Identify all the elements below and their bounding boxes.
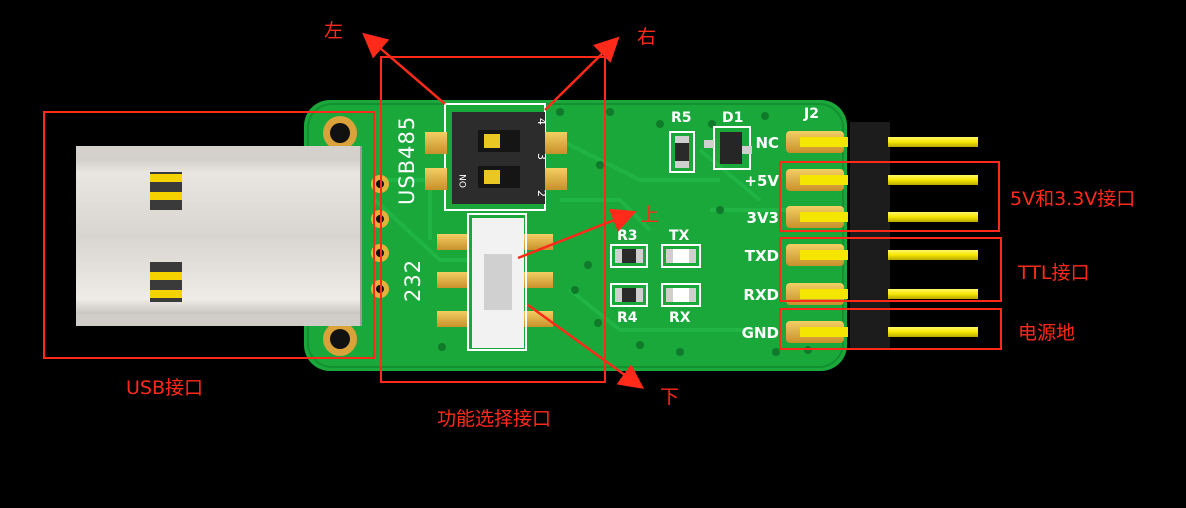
arrow-left — [362, 32, 446, 105]
pin-header-j2 — [786, 122, 978, 348]
pin-label-rxd: RXD — [743, 286, 779, 304]
silk-232-label: 232 — [401, 259, 425, 302]
usb-plug — [76, 146, 362, 326]
annotation-ground: 电源地 — [1018, 322, 1076, 344]
label-r5: R5 — [671, 110, 692, 126]
mounting-hole-bottom — [323, 322, 357, 356]
label-r3: R3 — [617, 228, 638, 244]
label-r4: R4 — [617, 310, 638, 326]
header-pin-gnd — [888, 327, 978, 337]
switch-on-label: ON — [459, 174, 469, 188]
arrow-right — [544, 36, 620, 111]
resistor-r4 — [610, 283, 648, 307]
power-highlight-box — [779, 161, 1000, 232]
resistor-r5 — [669, 131, 695, 173]
silk-usb485-label: USB485 — [395, 116, 419, 205]
annotation-right: 右 — [637, 26, 657, 48]
diode-d1 — [704, 126, 752, 170]
label-rx: RX — [669, 310, 691, 326]
pin-label-gnd: GND — [742, 324, 779, 342]
ground-highlight-box — [779, 308, 1002, 350]
led-rx — [661, 283, 701, 307]
led-tx — [661, 244, 701, 268]
mounting-hole-top — [323, 116, 357, 150]
arrow-up — [517, 208, 637, 260]
annotation-down: 下 — [660, 386, 680, 408]
resistor-r3 — [610, 244, 648, 268]
slide-switch[interactable] — [437, 213, 553, 351]
annotation-up: 上 — [640, 204, 660, 226]
annotation-power: 5V和3.3V接口 — [1010, 188, 1136, 210]
header-pin-nc — [888, 137, 978, 147]
label-j2: J2 — [803, 106, 819, 122]
switch-number-3: 3 — [535, 153, 548, 160]
pin-label-5v: +5V — [744, 172, 779, 190]
header-pin-3v3 — [888, 212, 978, 222]
header-pin-txd — [888, 250, 978, 260]
annotation-ttl: TTL接口 — [1018, 262, 1090, 284]
arrow-down — [527, 303, 645, 389]
pin-label-txd: TXD — [745, 247, 779, 265]
function-highlight-box — [380, 56, 606, 383]
usb-highlight-box — [43, 111, 375, 359]
pin-label-3v3: 3V3 — [747, 209, 779, 227]
switch-number-4: 4 — [535, 118, 548, 125]
switch-number-2: 2 — [535, 190, 548, 197]
label-tx: TX — [669, 228, 690, 244]
header-pin-rxd — [888, 289, 978, 299]
annotation-function: 功能选择接口 — [437, 408, 552, 430]
label-d1: D1 — [722, 110, 743, 126]
dip-switch[interactable] — [425, 103, 567, 211]
annotation-usb: USB接口 — [126, 377, 204, 399]
pin-label-nc: NC — [755, 134, 779, 152]
annotation-left: 左 — [324, 20, 344, 42]
ttl-highlight-box — [779, 237, 1002, 302]
header-pin-5v — [888, 175, 978, 185]
